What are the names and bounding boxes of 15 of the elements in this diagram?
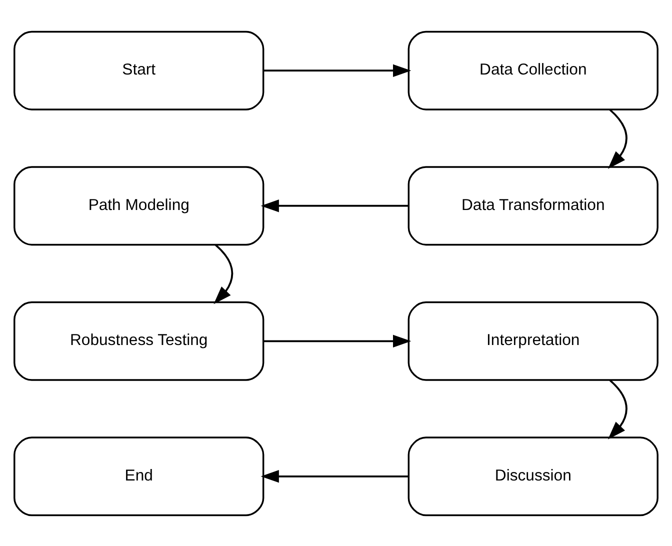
node-box: Interpretation bbox=[408, 300, 658, 380]
arrow bbox=[214, 244, 234, 304]
arrow bbox=[264, 334, 412, 347]
node-box: Data Transformation bbox=[408, 166, 658, 246]
node-box: End bbox=[14, 436, 264, 516]
arrow bbox=[608, 108, 628, 168]
node-box: Robustness Testing bbox=[14, 300, 264, 380]
arrow bbox=[260, 470, 408, 482]
arrow bbox=[264, 64, 412, 76]
node-box: Data Collection bbox=[408, 30, 658, 110]
node-box: Path Modeling bbox=[14, 166, 264, 246]
arrow bbox=[260, 199, 408, 212]
arrow bbox=[608, 379, 628, 439]
node-box: Discussion bbox=[408, 436, 658, 516]
node-box: Start bbox=[14, 30, 264, 110]
